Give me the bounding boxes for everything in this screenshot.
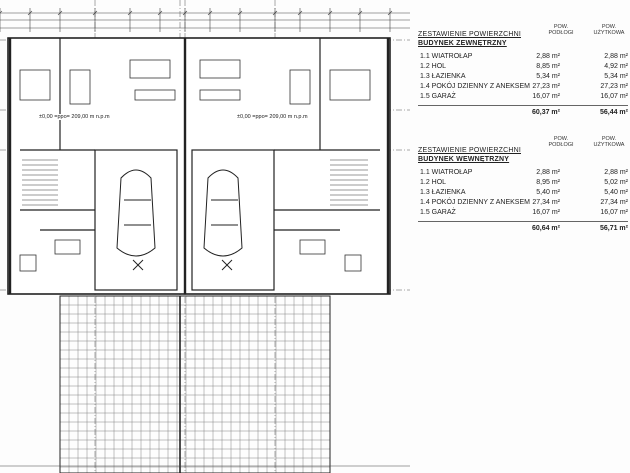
area-table-outer-building: POW.PODŁOGI POW.UŻYTKOWA ZESTAWIENIE POW… — [418, 24, 628, 117]
area-table-inner-building: POW.PODŁOGI POW.UŻYTKOWA ZESTAWIENIE POW… — [418, 136, 628, 233]
paved-driveway-grid — [59, 295, 331, 473]
table-title: ZESTAWIENIE POWIERZCHNI BUDYNEK ZEWNĘTRZ… — [418, 31, 521, 47]
garage-car-right — [203, 169, 243, 271]
col-area-header: POW.PODŁOGI — [548, 136, 574, 148]
interior-walls — [8, 38, 390, 294]
paving-outline — [59, 295, 331, 473]
col-area-header: POW.PODŁOGI — [548, 24, 574, 36]
dimension-lines-top — [0, 12, 410, 29]
level-mark-right: ±0,00 =ppo= 209,00 m n.p.m — [236, 114, 309, 120]
dimension-ticks — [0, 8, 393, 32]
table-title: ZESTAWIENIE POWIERZCHNI BUDYNEK WEWNĘTRZ… — [418, 147, 521, 163]
furniture — [19, 59, 371, 272]
col-usable-header: POW.UŻYTKOWA — [593, 136, 625, 148]
stairs — [22, 159, 368, 206]
garage-car-left — [116, 169, 156, 271]
level-mark-left: ±0,00 =ppo= 209,00 m n.p.m — [38, 114, 111, 120]
col-usable-header: POW.UŻYTKOWA — [593, 24, 625, 36]
floor-plan — [0, 0, 410, 473]
